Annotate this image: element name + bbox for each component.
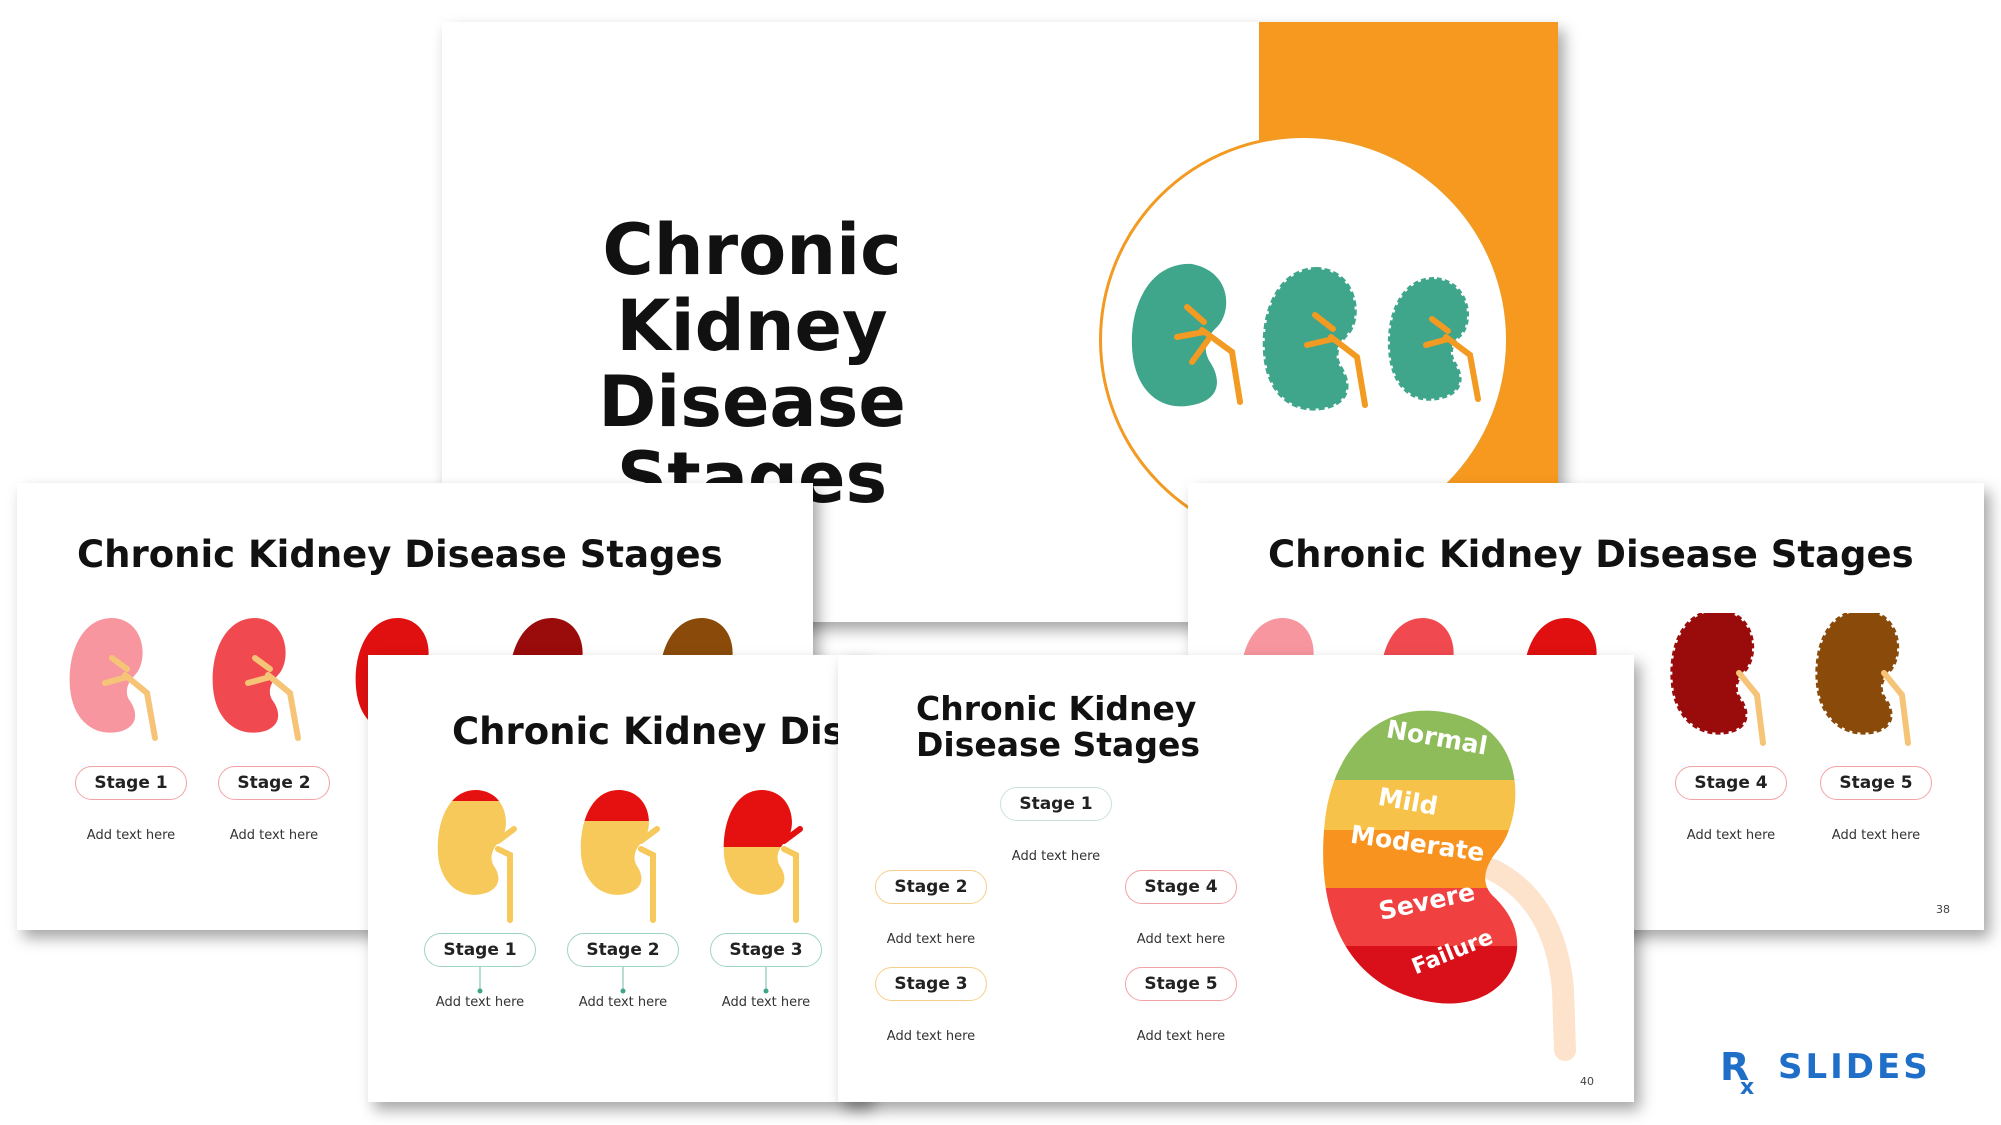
stage-3-text: Add text here (721, 995, 811, 1010)
kidneys-illustration (1131, 263, 1481, 411)
slide-title: Chronic Kidney Disease Stages (1268, 533, 1914, 576)
kidney-row (437, 790, 803, 923)
stage-4-pill: Stage 4 (1125, 870, 1237, 904)
kidney-icon (723, 790, 803, 923)
stage-5-pill: Stage 5 (1125, 967, 1237, 1001)
stage-2-text: Add text here (229, 828, 319, 843)
kidney-icon (580, 790, 660, 923)
connector-lines (477, 967, 769, 994)
svg-text:R: R (1720, 1045, 1749, 1089)
title-slide: Chronic Kidney Disease Stages (442, 22, 1558, 622)
stage-1-pill: Stage 1 (75, 766, 187, 800)
svg-text:x: x (1740, 1075, 1754, 1096)
slide-front: Chronic Kidney Disease Stages Stage 1 Ad… (838, 655, 1634, 1102)
stage-1-text: Add text here (1011, 849, 1101, 864)
stage-3-text: Add text here (886, 1029, 976, 1044)
ureter (1482, 859, 1576, 1061)
kidney-icon (1815, 613, 1911, 746)
slide-title: Chronic Kidney Disease Stages (916, 689, 1200, 764)
stage-1-pill: Stage 1 (424, 933, 536, 967)
stage-1-text: Add text here (435, 995, 525, 1010)
stage-1-pill: Stage 1 (1000, 787, 1112, 821)
stage-5-text: Add text here (1831, 828, 1921, 843)
stage-2-pill: Stage 2 (567, 933, 679, 967)
rx-slides-logo: R x SLIDES (1720, 1036, 1980, 1100)
stage-5-text: Add text here (1136, 1029, 1226, 1044)
kidney-icon (1262, 266, 1368, 411)
stage-2-text: Add text here (578, 995, 668, 1010)
stage-4-pill: Stage 4 (1675, 766, 1787, 800)
kidney-icon (1670, 613, 1766, 746)
kidney-stages-graphic (1323, 710, 1576, 1061)
stage-4-text: Add text here (1136, 932, 1226, 947)
stage-2-pill: Stage 2 (218, 766, 330, 800)
kidney-icon (437, 790, 517, 923)
slide-title: Chronic Kidney Dis (452, 710, 845, 753)
kidney-icon (1387, 276, 1481, 402)
page-number: 38 (1936, 903, 1950, 916)
kidney-icon (1131, 263, 1243, 407)
stage-2-pill: Stage 2 (875, 870, 987, 904)
stage-3-pill: Stage 3 (710, 933, 822, 967)
slide-title: Chronic Kidney Disease Stages (77, 533, 723, 576)
stage-3-pill: Stage 3 (875, 967, 987, 1001)
kidney-icon (212, 618, 301, 741)
kidney-icon (69, 618, 158, 741)
stage-2-text: Add text here (886, 932, 976, 947)
svg-text:SLIDES: SLIDES (1778, 1047, 1931, 1087)
slide-title: Chronic Kidney Disease Stages (598, 209, 906, 519)
stage-4-text: Add text here (1686, 828, 1776, 843)
slide-middle: Chronic Kidney Dis Stage 1 Add text here… (368, 655, 868, 1102)
stage-5-pill: Stage 5 (1820, 766, 1932, 800)
page-number: 40 (1580, 1075, 1594, 1088)
stage-1-text: Add text here (86, 828, 176, 843)
logo-mark: R x SLIDES (1720, 1045, 1931, 1100)
